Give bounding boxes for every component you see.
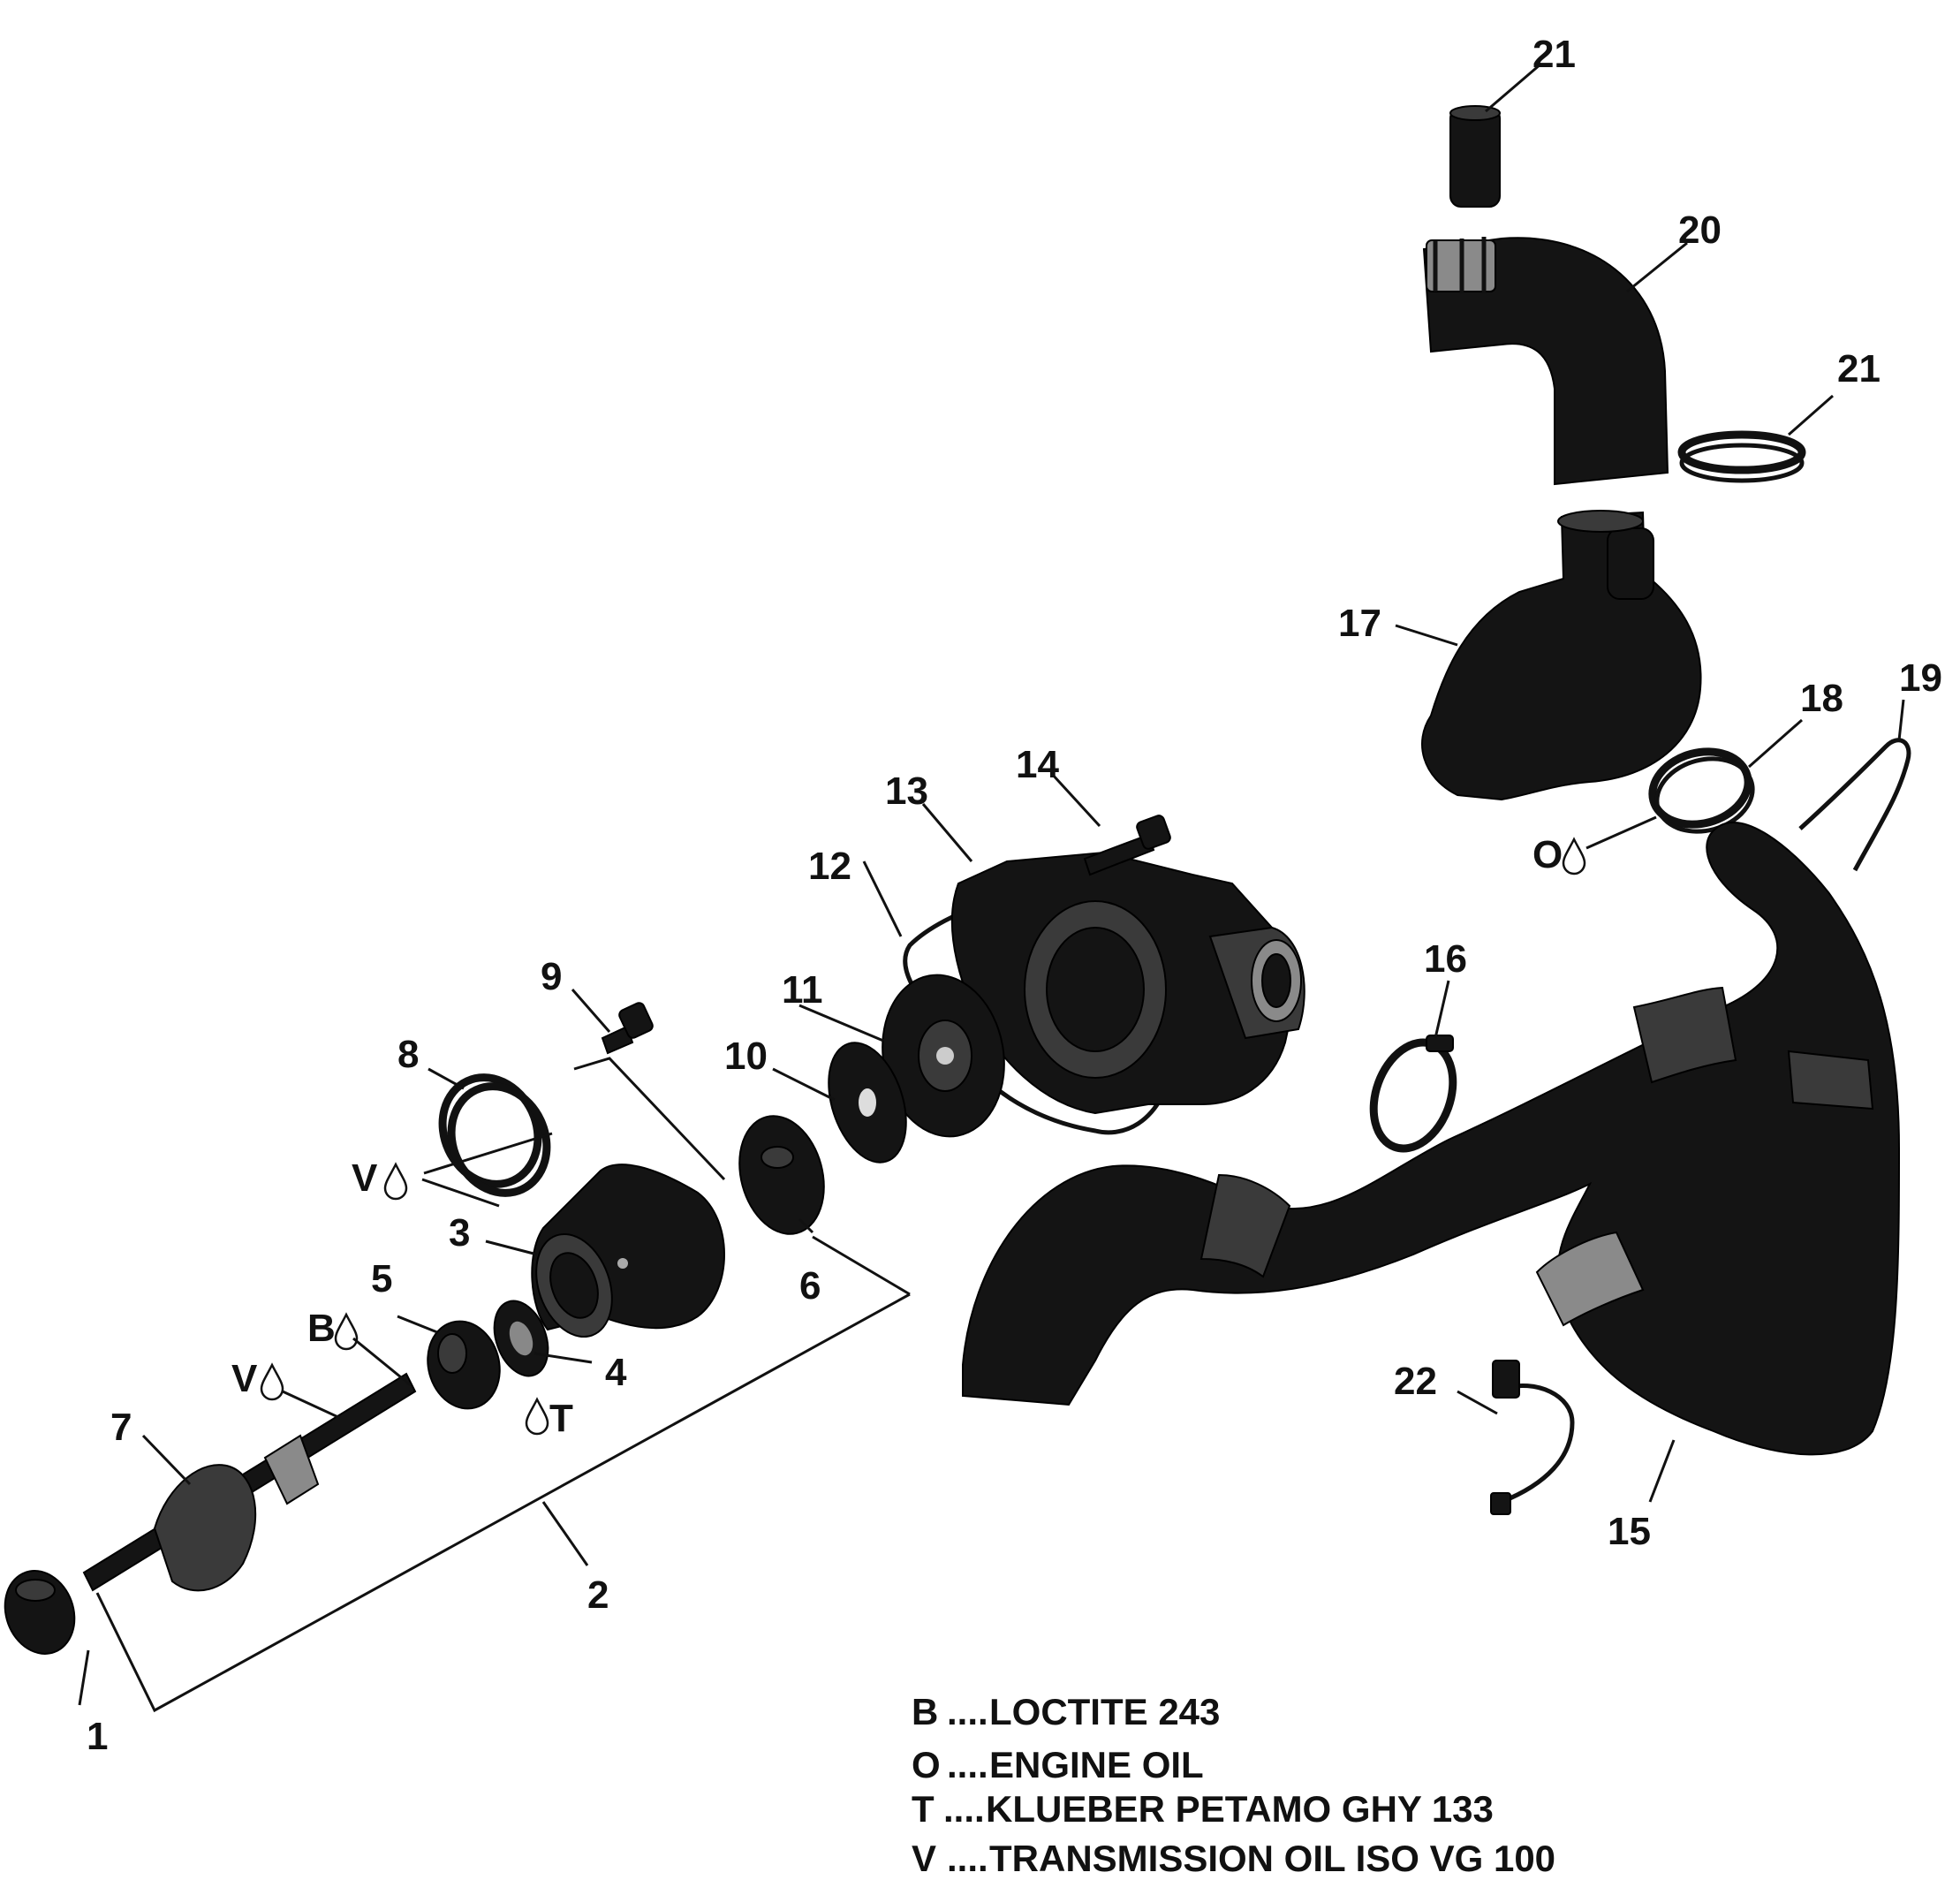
oil-drop-icon [334, 1312, 359, 1351]
oil-drop-icon [383, 1162, 408, 1201]
part-22-wire-clip [1490, 1360, 1575, 1515]
callout-6: 6 [799, 1264, 821, 1308]
svg-text:KLUEBER PETAMO GHY 133: KLUEBER PETAMO GHY 133 [986, 1788, 1494, 1830]
part-17-thermostat-housing [1421, 510, 1702, 801]
part-6-seal [738, 1115, 825, 1235]
svg-text:O: O [1532, 833, 1563, 876]
legend-row-b: B .... LOCTITE 243 [912, 1691, 1220, 1732]
callout-16: 16 [1424, 937, 1467, 981]
callout-1: 1 [87, 1715, 108, 1758]
part-14-bolt [1083, 815, 1171, 876]
callout-9: 9 [541, 955, 562, 998]
svg-text:....: .... [947, 1838, 988, 1879]
part-15-hose-assembly [962, 821, 1901, 1456]
callout-18: 18 [1800, 677, 1843, 720]
callout-22: 22 [1394, 1360, 1437, 1403]
legend-row-v: V .... TRANSMISSION OIL ISO VG 100 [912, 1838, 1555, 1879]
callout-14: 14 [1016, 743, 1059, 786]
svg-text:T: T [912, 1788, 935, 1830]
callout-numbers: 21 20 21 17 18 19 16 14 13 12 11 10 9 8 … [87, 33, 1942, 1758]
lubricant-legend: B .... LOCTITE 243 O .... ENGINE OIL T .… [912, 1691, 1555, 1879]
part-20-elbow-hose [1422, 237, 1669, 486]
oil-drop-icon [1562, 837, 1586, 876]
legend-row-o: O .... ENGINE OIL [912, 1744, 1204, 1785]
svg-text:T: T [549, 1397, 573, 1440]
callout-20: 20 [1678, 208, 1722, 252]
svg-text:B: B [307, 1307, 336, 1350]
callout-4: 4 [605, 1351, 627, 1394]
part-1-seal [4, 1570, 76, 1655]
callout-8: 8 [397, 1033, 419, 1076]
svg-text:V: V [912, 1838, 936, 1879]
callout-10: 10 [724, 1035, 768, 1078]
lube-mark-t-seal: T [525, 1397, 573, 1440]
legend-row-t: T .... KLUEBER PETAMO GHY 133 [912, 1788, 1494, 1830]
callout-21-right: 21 [1837, 347, 1881, 390]
svg-text:V: V [352, 1156, 378, 1200]
svg-text:....: .... [947, 1691, 988, 1732]
callout-3: 3 [449, 1211, 470, 1255]
lube-mark-o-ring: O [1532, 833, 1586, 876]
part-10-washer [828, 1042, 907, 1164]
callout-15: 15 [1608, 1510, 1651, 1553]
oil-drop-icon [525, 1397, 549, 1436]
callout-21-top: 21 [1532, 33, 1576, 76]
svg-text:LOCTITE 243: LOCTITE 243 [989, 1691, 1220, 1732]
part-16-clamp [1369, 1035, 1457, 1153]
leader-lines [78, 62, 1905, 1713]
svg-text:TRANSMISSION OIL ISO VG 100: TRANSMISSION OIL ISO VG 100 [989, 1838, 1555, 1879]
part-21-top-clamp [1449, 105, 1501, 208]
lube-mark-v-shaft: V [231, 1357, 284, 1401]
callout-2: 2 [587, 1573, 609, 1617]
callout-12: 12 [808, 845, 851, 888]
callout-19: 19 [1899, 656, 1942, 700]
part-9-screw [601, 1002, 654, 1055]
part-21-right-clamp [1677, 430, 1806, 483]
part-7-shaft-gear [82, 1372, 417, 1592]
lube-mark-v-rings: V [352, 1156, 408, 1201]
part-13-pump-housing [950, 851, 1305, 1115]
part-11-impeller [882, 974, 1005, 1138]
part-8-o-rings [438, 1073, 551, 1197]
callout-13: 13 [885, 769, 928, 813]
svg-text:B: B [912, 1691, 938, 1732]
svg-text:....: .... [943, 1788, 985, 1830]
svg-text:O: O [912, 1744, 941, 1785]
part-5-bearing [427, 1320, 501, 1410]
callout-11: 11 [782, 968, 823, 1012]
svg-text:....: .... [947, 1744, 988, 1785]
lube-mark-b-shaft: B [307, 1307, 359, 1351]
callout-5: 5 [371, 1257, 392, 1300]
part-3-housing [531, 1164, 725, 1338]
oil-drop-icon [260, 1362, 284, 1401]
part-19-clip [1798, 738, 1911, 872]
svg-text:V: V [231, 1357, 258, 1400]
callout-7: 7 [110, 1406, 132, 1449]
svg-text:ENGINE OIL: ENGINE OIL [989, 1744, 1204, 1785]
part-4-seal [493, 1300, 549, 1377]
callout-17: 17 [1338, 602, 1381, 645]
lubricant-marks: V B V T O [231, 833, 1586, 1440]
